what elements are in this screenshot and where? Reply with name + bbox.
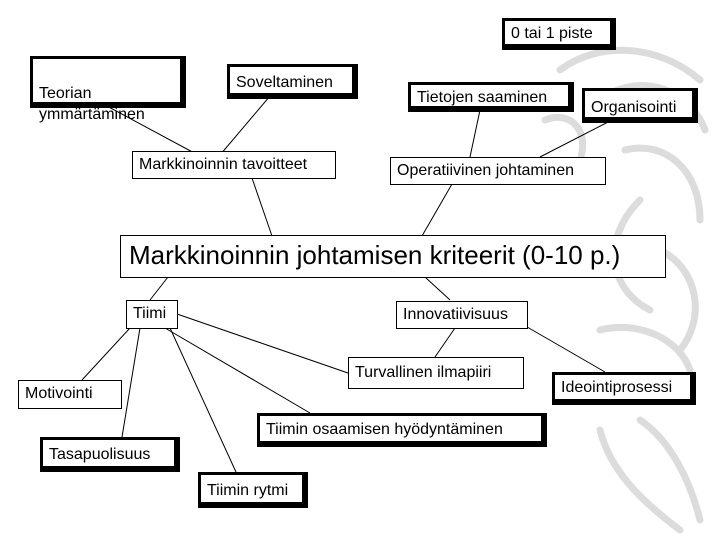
link-organisointi-operatiivinen bbox=[539, 119, 613, 158]
link-title-innovatiivisuus bbox=[424, 276, 451, 301]
node-turvallinen-ilmapiiri: Turvallinen ilmapiiri bbox=[348, 357, 524, 389]
node-label: Motivointi bbox=[25, 385, 93, 402]
node-motivointi: Motivointi bbox=[18, 380, 122, 409]
node-label: Tiimin osaamisen hyödyntäminen bbox=[266, 421, 503, 438]
node-label: Organisointi bbox=[591, 99, 677, 116]
node-tasapuolisuus: Tasapuolisuus bbox=[40, 437, 180, 472]
link-tiimi-turvallinen bbox=[176, 313, 349, 374]
node-teorian-ymmartaminen: Teorian ymmärtäminen bbox=[30, 56, 186, 123]
node-tiimin-rytmi: Tiimin rytmi bbox=[198, 472, 308, 508]
node-tietojen-saaminen: Tietojen saaminen bbox=[408, 82, 574, 112]
node-markkinoinnin-tavoitteet: Markkinoinnin tavoitteet bbox=[132, 151, 336, 179]
main-title-box: Markkinoinnin johtamisen kriteerit (0-10… bbox=[120, 235, 666, 278]
node-label: Soveltaminen bbox=[236, 74, 333, 91]
link-teorian-tavoitteet bbox=[104, 104, 199, 156]
node-organisointi: Organisointi bbox=[582, 88, 698, 123]
score-note-text: 0 tai 1 piste bbox=[511, 25, 593, 42]
score-note-box: 0 tai 1 piste bbox=[502, 18, 616, 50]
node-label: Operatiivinen johtaminen bbox=[397, 162, 574, 179]
link-soveltaminen-tavoitteet bbox=[219, 95, 271, 156]
link-tavoitteet-title bbox=[251, 177, 273, 237]
link-innovatiivisuus-turvallinen bbox=[434, 327, 456, 358]
link-tiimi-tasapuolisuus bbox=[121, 327, 141, 438]
node-label: Markkinoinnin tavoitteet bbox=[139, 156, 308, 173]
link-tiimi-rytmi bbox=[169, 327, 237, 473]
node-label: Teorian ymmärtäminen bbox=[39, 85, 145, 123]
node-soveltaminen: Soveltaminen bbox=[227, 64, 358, 99]
node-label: Ideointiprosessi bbox=[561, 379, 673, 396]
node-tiimi: Tiimi bbox=[126, 300, 178, 329]
link-innovatiivisuus-ideointi bbox=[514, 319, 606, 373]
node-label: Tiimi bbox=[133, 305, 167, 322]
link-tiimi-motivointi bbox=[81, 327, 131, 381]
node-label: Tietojen saaminen bbox=[417, 89, 548, 106]
node-label: Tasapuolisuus bbox=[49, 446, 151, 463]
main-title-text: Markkinoinnin johtamisen kriteerit (0-10… bbox=[129, 240, 621, 270]
node-innovatiivisuus: Innovatiivisuus bbox=[396, 301, 528, 329]
node-operatiivinen-johtaminen: Operatiivinen johtaminen bbox=[390, 157, 606, 185]
link-tiimi-osaaminen bbox=[164, 327, 311, 414]
node-label: Tiimin rytmi bbox=[207, 482, 289, 499]
node-label: Turvallinen ilmapiiri bbox=[355, 364, 492, 381]
link-tietojen-operatiivinen bbox=[469, 109, 481, 158]
node-ideointiprosessi: Ideointiprosessi bbox=[552, 372, 696, 405]
link-operatiivinen-title bbox=[421, 183, 453, 237]
link-title-tiimi bbox=[149, 276, 169, 301]
node-tiimin-osaamisen-hyodyntaminen: Tiimin osaamisen hyödyntäminen bbox=[257, 413, 547, 447]
node-label: Innovatiivisuus bbox=[403, 306, 508, 323]
